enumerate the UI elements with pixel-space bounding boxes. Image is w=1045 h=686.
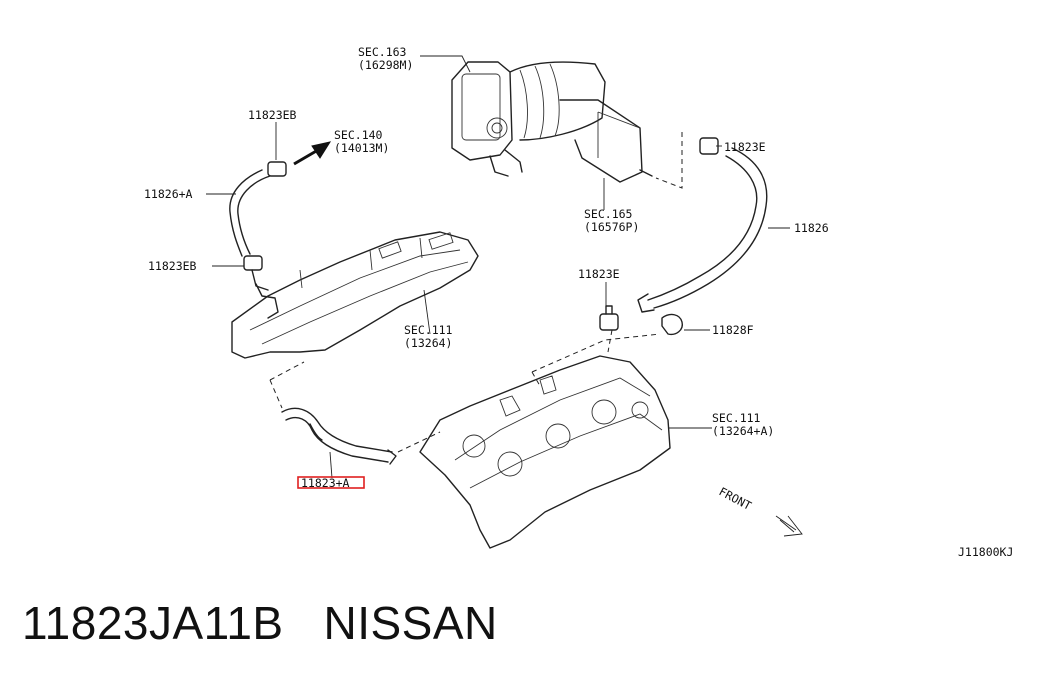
- label-sec163-part: (16298M): [358, 58, 413, 72]
- label-sec111-bottom: SEC.111: [712, 411, 761, 425]
- throttle-body-assembly: [451, 61, 653, 183]
- arrow-sec140: [293, 141, 332, 166]
- label-11826a: 11826+A: [144, 187, 193, 201]
- hose-11826-a: [229, 161, 287, 291]
- label-sec111-bottom-part: (13264+A): [712, 424, 774, 438]
- label-11823e-mid: 11823E: [578, 267, 620, 281]
- connection-lines: [269, 132, 683, 453]
- clamp-11823e-mid: [599, 305, 619, 331]
- leader-lines: [206, 55, 790, 479]
- valve-cover-left: [231, 231, 479, 359]
- front-label: FRONT: [717, 484, 754, 513]
- brand-name: NISSAN: [323, 597, 498, 649]
- label-11826: 11826: [794, 221, 829, 235]
- callout-labels: SEC.163 (16298M) SEC.140 (14013M) 11823E…: [144, 45, 1013, 559]
- hose-11823-a: [281, 407, 397, 465]
- label-11823eb-mid: 11823EB: [148, 259, 197, 273]
- label-sec111-top-part: (13264): [404, 336, 452, 350]
- part-number: 11823JA11B: [22, 597, 284, 649]
- hose-11826: [637, 137, 768, 313]
- label-11823eb-top: 11823EB: [248, 108, 297, 122]
- label-sec163: SEC.163: [358, 45, 407, 59]
- highlight-box: [297, 476, 365, 489]
- diagram-code: J11800KJ: [958, 545, 1013, 559]
- label-sec165: SEC.165: [584, 207, 632, 221]
- valve-cover-right: [419, 355, 671, 549]
- label-11828f: 11828F: [712, 323, 754, 337]
- label-sec140-part: (14013M): [334, 141, 389, 155]
- front-arrow: FRONT: [717, 484, 803, 537]
- label-sec140: SEC.140: [334, 128, 383, 142]
- footer: 11823JA11B NISSAN: [22, 596, 498, 650]
- label-sec111-top: SEC.111: [404, 323, 453, 337]
- label-sec165-part: (16576P): [584, 220, 639, 234]
- clamp-11828f: [661, 313, 683, 336]
- label-11823a: 11823+A: [301, 476, 350, 490]
- label-11823e-right: 11823E: [724, 140, 766, 154]
